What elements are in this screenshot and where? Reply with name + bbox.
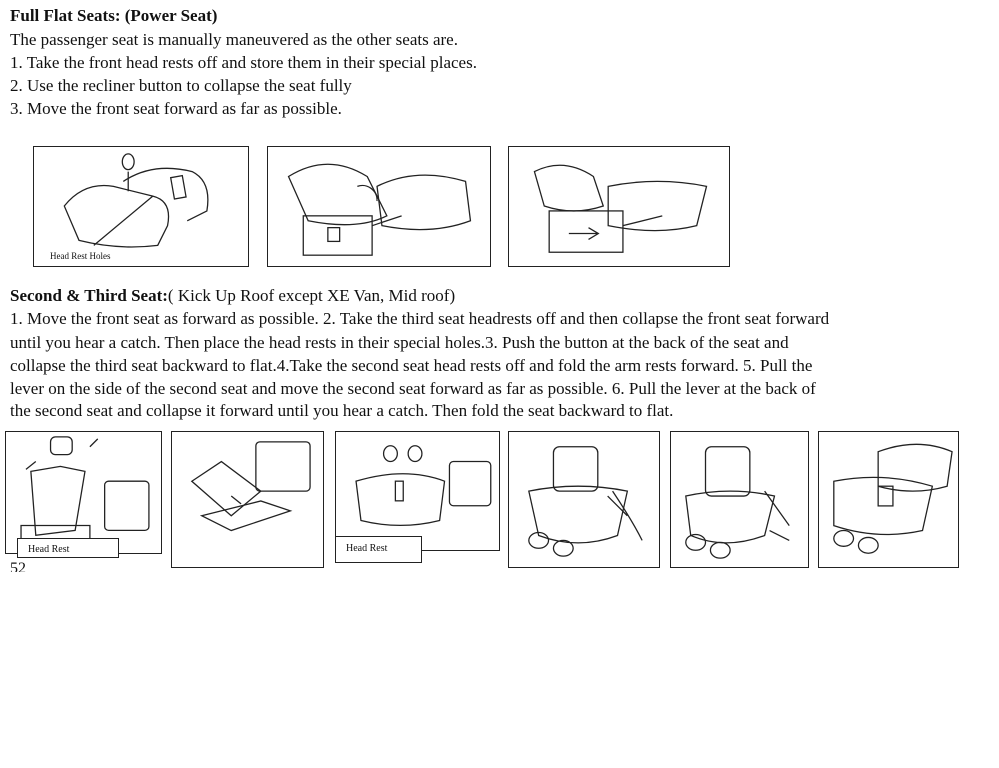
figure-step-2: [171, 431, 324, 568]
figure-step-6: [818, 431, 959, 568]
section2-line: lever on the side of the second seat and…: [10, 379, 816, 398]
section2-title-bold: Second & Third Seat:: [10, 286, 168, 305]
figure-head-rest-holes: Head Rest Holes: [33, 146, 249, 267]
section2-line: 1. Move the front seat as forward as pos…: [10, 309, 830, 328]
section2-line: the second seat and collapse it forward …: [10, 401, 674, 420]
figure-step-3: [335, 431, 500, 551]
section1-line: 1. Take the front head rests off and sto…: [10, 53, 477, 72]
figure-seat-forward: [508, 146, 730, 267]
figure-step-5: [670, 431, 809, 568]
page-number: 52: [10, 560, 26, 572]
section1-line: 2. Use the recliner button to collapse t…: [10, 76, 352, 95]
figure-caption: Head Rest Holes: [50, 251, 111, 261]
section2-title: Second & Third Seat:( Kick Up Roof excep…: [10, 286, 455, 306]
head-rest-label-2: Head Rest: [335, 536, 422, 563]
section1-title: Full Flat Seats: (Power Seat): [10, 6, 218, 25]
figure-step-4: [508, 431, 660, 568]
section2-line: collapse the third seat backward to flat…: [10, 356, 813, 375]
figure-step-1: [5, 431, 162, 554]
figure-recliner: [267, 146, 491, 267]
section1-line: 3. Move the front seat forward as far as…: [10, 99, 342, 118]
section2-line: until you hear a catch. Then place the h…: [10, 333, 789, 352]
head-rest-label-1: Head Rest: [17, 538, 119, 558]
section1-line: The passenger seat is manually maneuvere…: [10, 30, 458, 49]
section2-title-rest: ( Kick Up Roof except XE Van, Mid roof): [167, 286, 456, 305]
